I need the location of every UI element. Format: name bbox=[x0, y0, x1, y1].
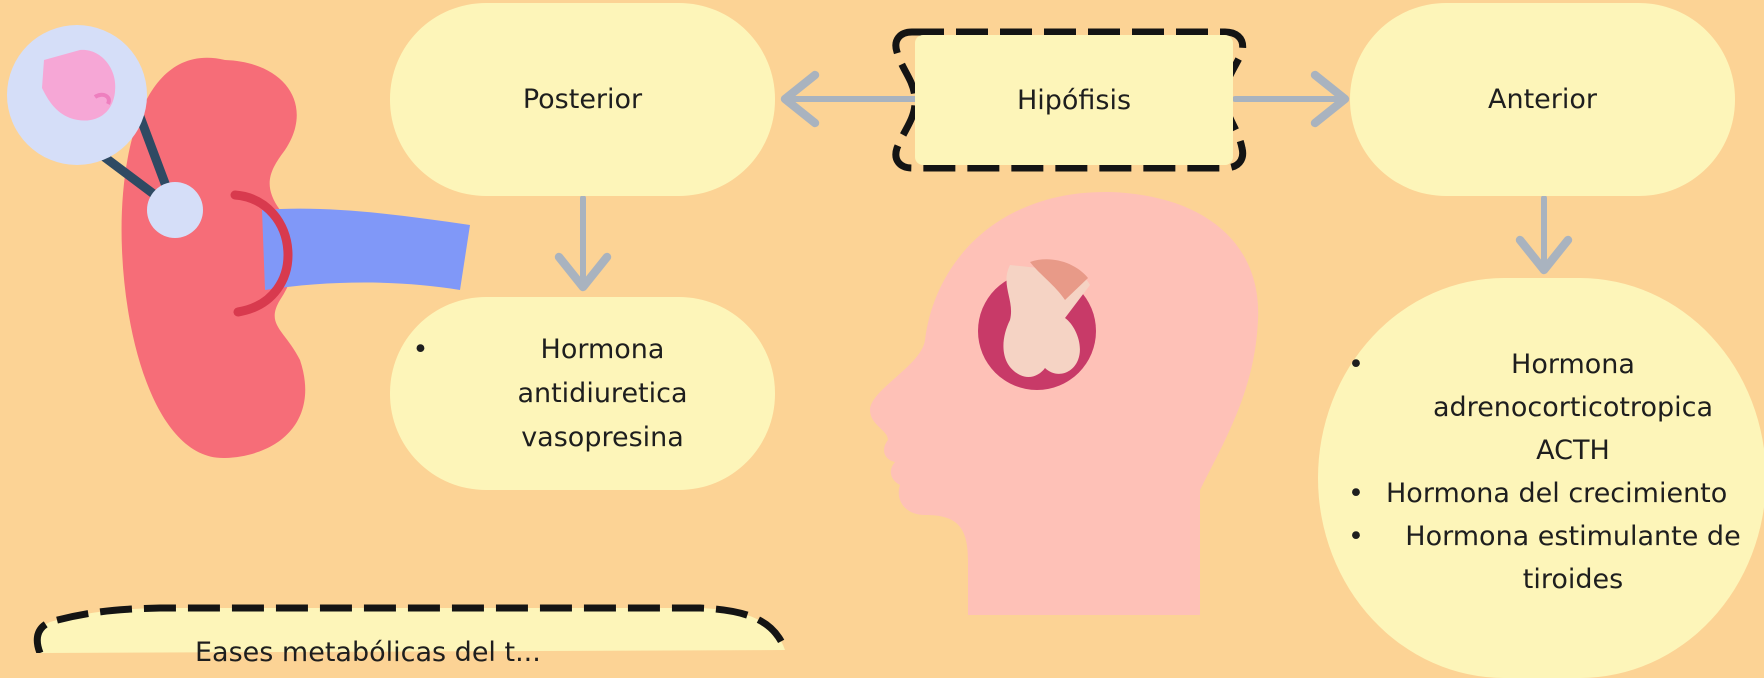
bullet-icon: • bbox=[413, 328, 429, 372]
bullet-icon: • bbox=[1348, 343, 1364, 386]
anterior-hormone-item: • Hormona adrenocorticotropica ACTH bbox=[1348, 343, 1764, 472]
bottom-note-text: Eases metabólicas del t... bbox=[195, 638, 541, 668]
posterior-hormone-text: Hormona antidiuretica vasopresina bbox=[493, 328, 713, 460]
anterior-hormone-item: • Hormona estimulante de tiroides bbox=[1348, 515, 1764, 601]
head-icon bbox=[870, 192, 1258, 615]
posterior-hormones-node: • Hormona antidiuretica vasopresina bbox=[390, 297, 775, 490]
anterior-hormones-node: • Hormona adrenocorticotropica ACTH • Ho… bbox=[1318, 278, 1764, 678]
hipofisis-label: Hipófisis bbox=[1017, 85, 1131, 116]
anterior-hormone-list: • Hormona adrenocorticotropica ACTH • Ho… bbox=[1348, 343, 1764, 601]
anterior-label: Anterior bbox=[1488, 84, 1597, 115]
posterior-label: Posterior bbox=[523, 84, 642, 115]
bullet-icon: • bbox=[1348, 472, 1364, 515]
anterior-hormone-text: Hormona del crecimiento bbox=[1386, 472, 1764, 515]
anterior-node: Anterior bbox=[1350, 3, 1735, 196]
posterior-node: Posterior bbox=[390, 3, 775, 196]
anterior-hormone-text: Hormona adrenocorticotropica ACTH bbox=[1408, 343, 1738, 472]
bullet-icon: • bbox=[1348, 515, 1364, 558]
posterior-hormone-item: • Hormona antidiuretica vasopresina bbox=[413, 328, 753, 460]
anterior-hormone-text: Hormona estimulante de tiroides bbox=[1393, 515, 1753, 601]
hipofisis-node: Hipófisis bbox=[915, 35, 1233, 165]
anterior-hormone-item: • Hormona del crecimiento bbox=[1348, 472, 1764, 515]
